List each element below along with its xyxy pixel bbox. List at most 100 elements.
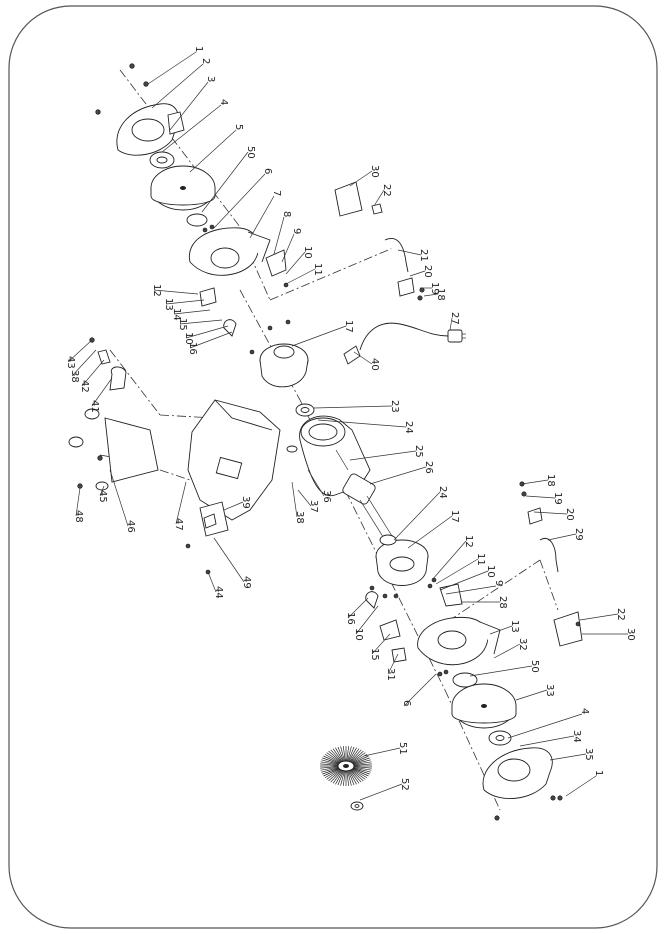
leader-line — [313, 405, 393, 409]
grinding-wheel-icon — [150, 165, 216, 211]
leader-line — [435, 558, 479, 585]
power-cord-icon — [343, 322, 466, 365]
part-number-label: 50 — [529, 660, 540, 673]
leader-line — [307, 469, 325, 497]
part-number-label: 31 — [385, 668, 396, 681]
leader-line — [359, 783, 403, 801]
end-cover-icon — [259, 343, 309, 388]
part-number-label: 26 — [423, 461, 434, 474]
leader-line — [273, 216, 285, 255]
part-number-label: 1 — [593, 770, 604, 776]
leader-line — [151, 63, 204, 109]
leader-line — [431, 540, 467, 581]
part-number-label: 30 — [625, 628, 636, 641]
part-number-label: 21 — [418, 249, 429, 262]
part-number-label: 12 — [151, 284, 162, 297]
part-number-label: 6 — [401, 700, 412, 706]
part-number-label: 32 — [517, 638, 528, 651]
part-number-label: 16 — [187, 342, 198, 355]
part-number-label: 30 — [369, 165, 380, 178]
part-number-label: 15 — [369, 648, 380, 661]
leader-line — [449, 317, 453, 331]
part-number-label: 4 — [218, 99, 229, 105]
part-number-label: 45 — [97, 490, 108, 503]
wheel-guard-icon — [188, 227, 271, 276]
leader-line — [207, 571, 217, 593]
wire-brush-icon — [320, 746, 372, 786]
leader-line — [185, 325, 229, 339]
switch-icon — [439, 583, 463, 607]
leader-line — [409, 270, 426, 277]
leader-line — [403, 673, 437, 707]
part-number-label: 38 — [294, 511, 305, 524]
leader-line — [213, 537, 245, 583]
eye-shield-icon — [553, 611, 583, 647]
leader-line — [525, 495, 556, 499]
part-number-label: 8 — [281, 211, 292, 217]
part-number-label: 14 — [171, 308, 182, 321]
part-number-label: 50 — [245, 146, 256, 159]
leader-line — [519, 735, 575, 747]
part-number-label: 3 — [205, 76, 216, 82]
part-number-label: 9 — [291, 228, 302, 234]
leader-line — [179, 319, 223, 325]
leader-line — [521, 479, 549, 485]
leader-line — [349, 170, 373, 187]
part-number-label: 35 — [583, 748, 594, 761]
part-number-label: 10 — [302, 246, 313, 259]
part-number-label: 2 — [200, 58, 211, 64]
leader-line — [445, 585, 497, 595]
part-number-label: 33 — [544, 684, 555, 697]
leader-line — [189, 331, 233, 349]
leader-line — [91, 377, 113, 407]
leader-line — [147, 51, 197, 85]
leader-line — [407, 515, 453, 549]
leader-line — [291, 481, 298, 518]
part-number-label: 17 — [449, 510, 460, 523]
grinding-wheel-icon — [451, 683, 517, 729]
leader-line — [547, 533, 577, 541]
eye-shield-icon — [334, 181, 363, 217]
leader-line — [291, 325, 347, 347]
part-number-label: 11 — [312, 263, 323, 276]
leader-line — [223, 501, 244, 511]
leader-line — [439, 570, 489, 591]
part-number-label: 38 — [69, 370, 80, 383]
base-icon — [185, 399, 281, 575]
part-number-label: 34 — [571, 730, 582, 743]
leader-line — [533, 511, 568, 515]
leader-line — [297, 489, 312, 507]
leader-line — [201, 151, 249, 213]
leader-line — [507, 713, 583, 739]
part-number-label: 23 — [389, 400, 400, 413]
flange-icon — [149, 151, 175, 169]
part-number-label: 9 — [493, 580, 504, 586]
part-number-label: 19 — [552, 492, 563, 505]
leader-line — [515, 689, 548, 701]
leader-line — [109, 469, 129, 527]
part-number-label: 18 — [545, 474, 556, 487]
wheel-guard-icon — [482, 747, 553, 799]
part-number-label: 6 — [262, 168, 273, 174]
bracket-icon — [371, 203, 415, 297]
wheel-guard-icon — [116, 103, 185, 156]
part-number-label: 24 — [403, 421, 414, 434]
leader-line — [549, 753, 587, 761]
part-number-label: 1 — [193, 46, 204, 52]
part-number-label: 28 — [497, 596, 508, 609]
part-number-label: 7 — [271, 190, 282, 196]
diagram-frame — [8, 5, 658, 929]
leader-line — [349, 450, 417, 461]
part-number-label: 37 — [308, 500, 319, 513]
leader-line — [363, 747, 401, 757]
flange-icon — [186, 213, 208, 227]
end-cover-icon — [375, 534, 429, 586]
leader-line — [175, 481, 187, 525]
part-number-label: 41 — [89, 400, 100, 413]
part-number-label: 22 — [381, 184, 392, 197]
flange-icon — [452, 672, 478, 688]
part-number-label: 47 — [173, 518, 184, 531]
part-number-label: 19 — [429, 282, 440, 295]
leader-line — [169, 81, 209, 131]
leader-line — [75, 487, 81, 517]
